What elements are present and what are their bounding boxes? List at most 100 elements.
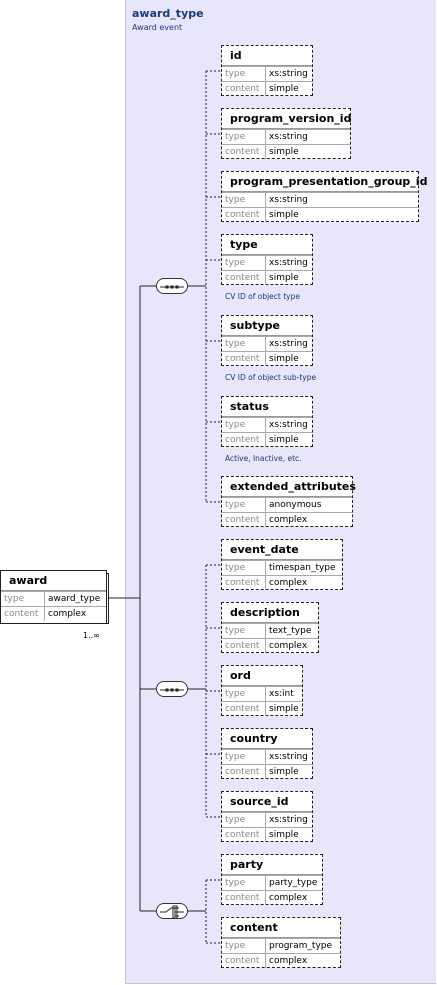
element-name: event_date xyxy=(222,540,342,560)
type-value: xs:string xyxy=(269,339,308,349)
element-name: ord xyxy=(222,666,302,686)
type-value: xs:int xyxy=(269,689,294,699)
type-value: award_type xyxy=(48,594,101,604)
content-value: simple xyxy=(269,435,299,445)
type-value: text_type xyxy=(269,626,312,636)
type-value: xs:string xyxy=(269,195,308,205)
type-label: type xyxy=(222,876,266,890)
choice-compositor-icon[interactable] xyxy=(156,903,188,919)
content-value: simple xyxy=(269,354,299,364)
type-value: xs:string xyxy=(269,69,308,79)
type-value: xs:string xyxy=(269,258,308,268)
element-annotation: Active, Inactive, etc. xyxy=(225,454,302,463)
content-label: content xyxy=(222,513,266,527)
content-value: simple xyxy=(269,210,299,220)
element-name: id xyxy=(222,46,312,66)
content-label: content xyxy=(222,433,266,447)
element-annotation: CV ID of object sub-type xyxy=(225,373,317,382)
type-label: type xyxy=(222,337,266,351)
element-name: award xyxy=(1,571,106,591)
type-value: program_type xyxy=(269,941,333,951)
content-value: simple xyxy=(269,830,299,840)
type-label: type xyxy=(1,592,45,606)
content-label: content xyxy=(1,607,45,621)
panel-title: award_type xyxy=(132,7,204,20)
content-value: complex xyxy=(269,515,308,525)
content-label: content xyxy=(222,271,266,285)
content-label: content xyxy=(222,954,266,968)
type-value: party_type xyxy=(269,878,318,888)
element-name: subtype xyxy=(222,316,312,336)
sequence-compositor-icon[interactable] xyxy=(156,681,188,697)
content-value: simple xyxy=(269,273,299,283)
type-label: type xyxy=(222,939,266,953)
multiplicity-label: 1..∞ xyxy=(83,631,100,640)
content-label: content xyxy=(222,576,266,590)
type-value: xs:string xyxy=(269,815,308,825)
element-name: party xyxy=(222,855,322,875)
element-name: program_presentation_group_id xyxy=(222,172,427,192)
element-name: program_version_id xyxy=(222,109,351,129)
content-label: content xyxy=(222,828,266,842)
content-value: complex xyxy=(269,578,308,588)
content-label: content xyxy=(222,639,266,653)
element-name: source_id xyxy=(222,792,312,812)
element-name: status xyxy=(222,397,312,417)
type-value: anonymous xyxy=(269,500,322,510)
content-label: content xyxy=(222,145,266,159)
element-name: content xyxy=(222,918,340,938)
type-label: type xyxy=(222,130,266,144)
content-label: content xyxy=(222,702,266,716)
content-label: content xyxy=(222,352,266,366)
content-label: content xyxy=(222,82,266,96)
content-value: complex xyxy=(269,641,308,651)
element-name: country xyxy=(222,729,312,749)
content-label: content xyxy=(222,208,266,222)
content-label: content xyxy=(222,891,266,905)
content-label: content xyxy=(222,765,266,779)
content-value: complex xyxy=(48,609,87,619)
content-value: simple xyxy=(269,84,299,94)
type-label: type xyxy=(222,498,266,512)
type-label: type xyxy=(222,561,266,575)
element-name: type xyxy=(222,235,312,255)
panel-subtitle: Award event xyxy=(132,23,183,32)
type-value: xs:string xyxy=(269,420,308,430)
type-label: type xyxy=(222,813,266,827)
type-value: xs:string xyxy=(269,752,308,762)
content-value: complex xyxy=(269,893,308,903)
content-value: simple xyxy=(269,767,299,777)
type-label: type xyxy=(222,750,266,764)
sequence-compositor-icon[interactable] xyxy=(156,278,188,294)
content-value: simple xyxy=(269,147,299,157)
type-label: type xyxy=(222,256,266,270)
element-annotation: CV ID of object type xyxy=(225,292,300,301)
content-value: complex xyxy=(269,956,308,966)
element-name: description xyxy=(222,603,318,623)
type-label: type xyxy=(222,193,266,207)
type-label: type xyxy=(222,624,266,638)
element-name: extended_attributes xyxy=(222,477,356,497)
type-value: xs:string xyxy=(269,132,308,142)
type-label: type xyxy=(222,418,266,432)
content-value: simple xyxy=(269,704,299,714)
type-label: type xyxy=(222,67,266,81)
type-value: timespan_type xyxy=(269,563,336,573)
type-label: type xyxy=(222,687,266,701)
